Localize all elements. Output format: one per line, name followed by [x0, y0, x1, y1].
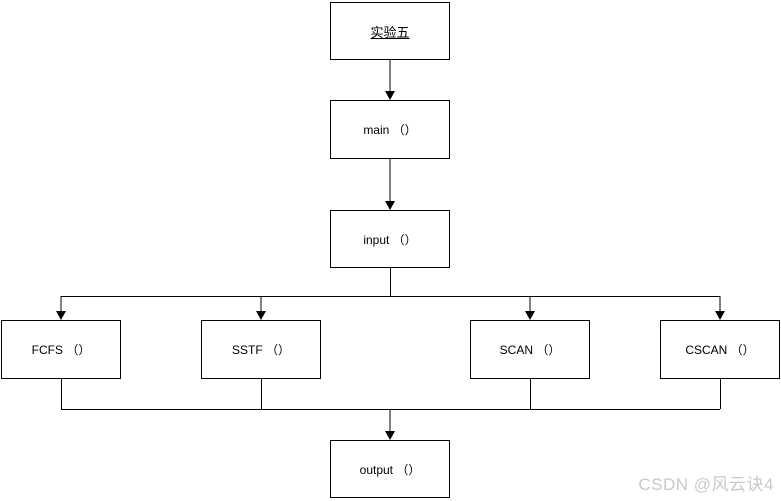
node-title-label: 实验五 — [370, 24, 410, 40]
node-fcfs: FCFS （） — [1, 320, 121, 379]
node-fcfs-label: FCFS （） — [31, 343, 91, 357]
node-sstf: SSTF （） — [201, 320, 321, 379]
node-cscan-label: CSCAN （） — [685, 343, 755, 357]
node-scan-label: SCAN （） — [499, 343, 561, 357]
node-cscan: CSCAN （） — [660, 320, 780, 379]
node-output: output （） — [330, 440, 450, 498]
node-main: main （） — [330, 100, 450, 159]
node-input: input （） — [330, 210, 450, 268]
node-main-label: main （） — [363, 123, 417, 137]
node-input-label: input （） — [363, 232, 417, 247]
node-title: 实验五 — [330, 2, 450, 60]
watermark: CSDN @风云诀4 — [638, 475, 774, 494]
node-output-label: output （） — [359, 462, 421, 477]
node-sstf-label: SSTF （） — [231, 343, 290, 357]
node-scan: SCAN （） — [470, 320, 590, 379]
